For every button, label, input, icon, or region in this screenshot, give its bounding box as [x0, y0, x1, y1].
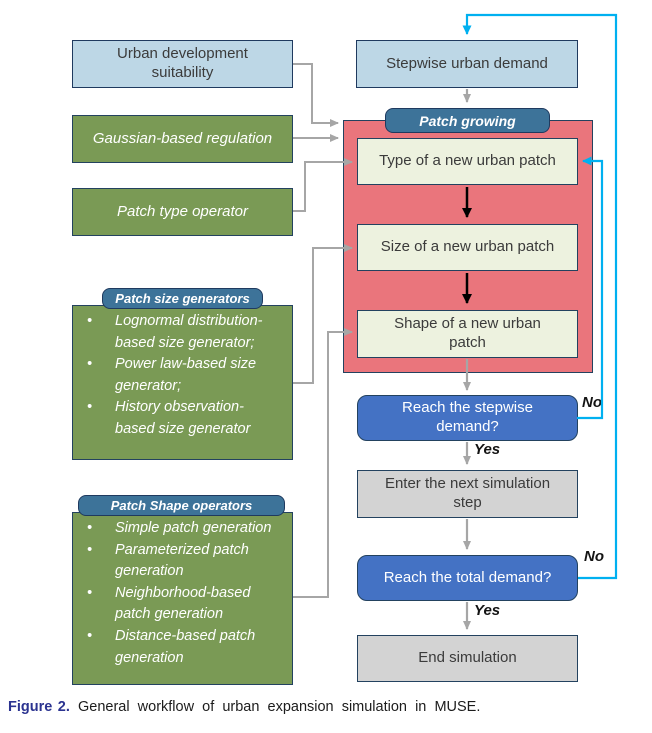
type-of-new-patch-box: Type of a new urban patch: [357, 138, 578, 185]
size-of-new-patch-label: Size of a new urban patch: [380, 238, 555, 256]
list-item: Distance-based patch generation: [73, 626, 280, 669]
patch-growing-header: Patch growing: [385, 108, 550, 133]
list-item: Power law-based size generator;: [73, 354, 280, 397]
urban-development-suitability-label: Urban development suitability: [117, 45, 248, 81]
patch-size-generators-box: Lognormal distribution-based size genera…: [72, 305, 293, 460]
patch-size-generators-list: Lognormal distribution-based size genera…: [73, 311, 280, 441]
patch-growing-title: Patch growing: [419, 112, 516, 129]
patch-shape-operators-list: Simple patch generation Parameterized pa…: [73, 518, 280, 669]
yes-label-stepwise: Yes: [474, 441, 501, 458]
figure-caption: Figure 2. General workflow of urban expa…: [8, 699, 648, 715]
reach-total-demand-decision: Reach the total demand?: [357, 555, 578, 601]
patch-size-generators-title: Patch size generators: [115, 291, 250, 306]
gaussian-regulation-box: Gaussian-based regulation: [72, 115, 293, 163]
list-item: History observation-based size generator: [73, 397, 280, 440]
end-simulation-box: End simulation: [357, 635, 578, 682]
type-of-new-patch-label: Type of a new urban patch: [379, 152, 556, 170]
patch-shape-operators-box: Simple patch generation Parameterized pa…: [72, 512, 293, 685]
gaussian-regulation-label: Gaussian-based regulation: [92, 129, 273, 147]
list-item: Lognormal distribution-based size genera…: [73, 311, 280, 354]
no-label-stepwise: No: [582, 394, 602, 411]
patch-type-operator-label: Patch type operator: [117, 202, 248, 220]
patch-shape-operators-title: Patch Shape operators: [110, 498, 253, 513]
patch-shape-operators-header: Patch Shape operators: [78, 495, 285, 516]
size-of-new-patch-box: Size of a new urban patch: [357, 224, 578, 271]
stepwise-urban-demand-box: Stepwise urban demand: [356, 40, 578, 88]
enter-next-step-label: Enter the next simulation step: [384, 475, 551, 511]
end-simulation-label: End simulation: [418, 649, 517, 667]
reach-stepwise-demand-label: Reach the stepwise demand?: [402, 399, 533, 435]
urban-development-suitability-box: Urban development suitability: [72, 40, 293, 88]
shape-of-new-patch-label: Shape of a new urban patch: [394, 315, 541, 351]
patch-size-generators-header: Patch size generators: [102, 288, 263, 309]
shape-of-new-patch-box: Shape of a new urban patch: [357, 310, 578, 358]
reach-total-demand-label: Reach the total demand?: [383, 568, 552, 586]
figure-caption-text: General workflow of urban expansion simu…: [77, 699, 481, 715]
list-item: Neighborhood-based patch generation: [73, 583, 280, 626]
list-item: Parameterized patch generation: [73, 540, 280, 583]
reach-stepwise-demand-decision: Reach the stepwise demand?: [357, 395, 578, 441]
no-label-total: No: [584, 548, 604, 565]
enter-next-step-box: Enter the next simulation step: [357, 470, 578, 518]
yes-label-total: Yes: [474, 602, 501, 619]
stepwise-urban-demand-label: Stepwise urban demand: [386, 54, 548, 72]
figure-caption-number: Figure 2.: [8, 699, 70, 715]
arrow-suitability-to-panel: [293, 63, 339, 127]
list-item: Simple patch generation: [73, 518, 280, 540]
patch-type-operator-box: Patch type operator: [72, 188, 293, 236]
